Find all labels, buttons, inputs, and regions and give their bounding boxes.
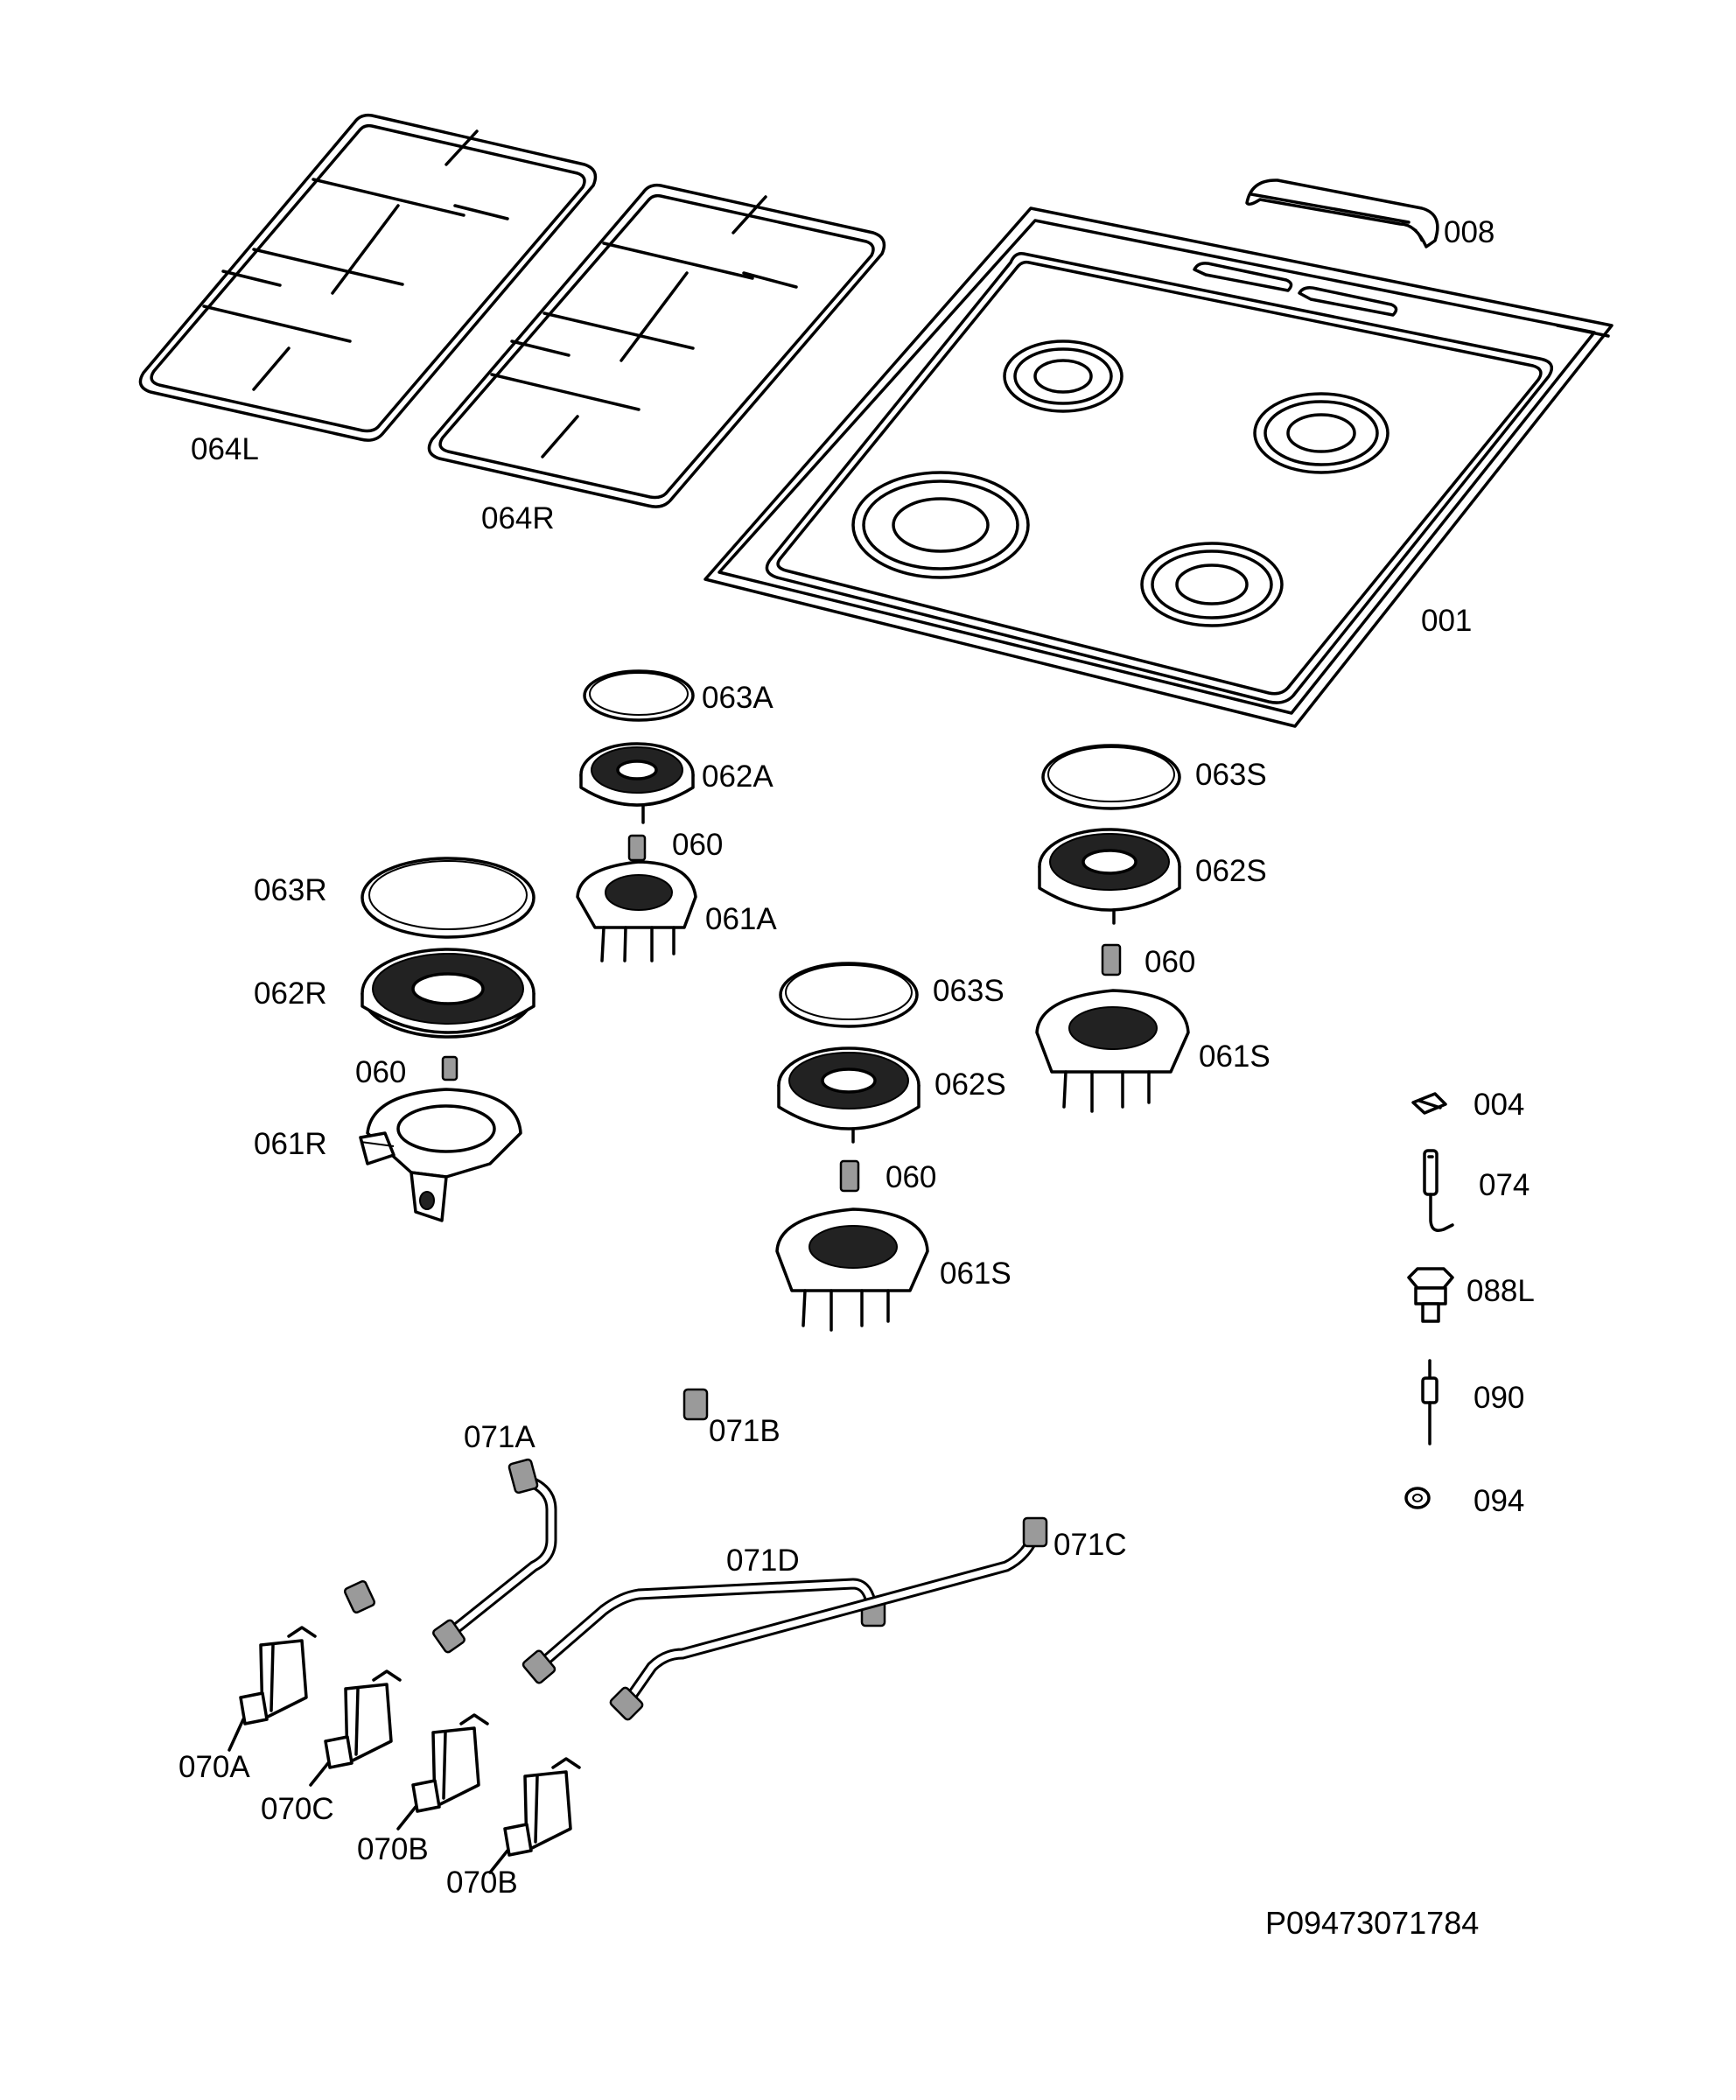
gas-valve-070A xyxy=(228,1626,317,1752)
label-004: 004 xyxy=(1474,1088,1525,1122)
grate-064L xyxy=(138,113,598,442)
leader-061R xyxy=(360,1141,395,1147)
gas-pipe-071D xyxy=(522,1578,886,1684)
gas-pipe-071B xyxy=(432,1458,557,1654)
gas-valve-070B-first xyxy=(396,1713,489,1830)
thermocouple-090 xyxy=(1421,1359,1438,1446)
gas-valve-070C xyxy=(309,1670,402,1787)
burner-S-middle-assembly xyxy=(775,962,929,1332)
electrode-074 xyxy=(1423,1149,1454,1232)
label-071B: 071B xyxy=(709,1414,780,1448)
label-063A: 063A xyxy=(702,681,774,715)
label-063S-middle: 063S xyxy=(933,974,1004,1008)
label-001: 001 xyxy=(1421,604,1473,638)
burner-S-right-assembly xyxy=(1035,744,1190,1113)
label-062S-right: 062S xyxy=(1195,854,1267,888)
leader-008 xyxy=(1415,228,1423,242)
label-071D: 071D xyxy=(726,1544,800,1578)
label-008: 008 xyxy=(1444,215,1495,249)
label-070B-second: 070B xyxy=(446,1866,518,1900)
label-064R: 064R xyxy=(481,501,555,536)
label-088L: 088L xyxy=(1466,1274,1535,1308)
label-062S-middle: 062S xyxy=(934,1068,1006,1102)
nut-088L xyxy=(1407,1267,1454,1323)
burner-A-assembly xyxy=(576,669,697,962)
gas-pipe-071A xyxy=(343,1388,709,1614)
label-090: 090 xyxy=(1474,1381,1525,1415)
washer-094 xyxy=(1404,1487,1431,1509)
label-063R: 063R xyxy=(254,873,327,907)
label-063S-right: 063S xyxy=(1195,758,1267,792)
hob-top-001 xyxy=(704,206,1614,728)
label-094: 094 xyxy=(1474,1484,1525,1518)
label-060-middle: 060 xyxy=(886,1160,937,1194)
diagram-reference-code: P09473071784 xyxy=(1265,1905,1480,1941)
label-062R: 062R xyxy=(254,976,327,1011)
clip-004 xyxy=(1411,1092,1447,1115)
handle-008 xyxy=(1245,178,1439,248)
label-074: 074 xyxy=(1479,1168,1530,1202)
label-060-right: 060 xyxy=(1144,945,1196,979)
label-061R: 061R xyxy=(254,1127,327,1161)
label-071A: 071A xyxy=(464,1420,536,1454)
label-070C: 070C xyxy=(261,1792,334,1826)
label-070B-first: 070B xyxy=(357,1832,429,1866)
label-061S-middle: 061S xyxy=(940,1256,1012,1291)
grate-064R xyxy=(427,183,886,508)
label-060-A: 060 xyxy=(672,828,724,862)
gas-valve-070B-second xyxy=(488,1757,581,1874)
label-062A: 062A xyxy=(702,760,774,794)
label-070A: 070A xyxy=(178,1750,250,1784)
label-064L: 064L xyxy=(191,432,259,466)
label-061S-right: 061S xyxy=(1199,1040,1270,1074)
burner-R-assembly xyxy=(359,857,536,1222)
gas-pipe-071C xyxy=(609,1516,1048,1721)
label-060-R: 060 xyxy=(355,1055,407,1089)
label-071C: 071C xyxy=(1054,1528,1127,1562)
label-061A: 061A xyxy=(705,902,777,936)
